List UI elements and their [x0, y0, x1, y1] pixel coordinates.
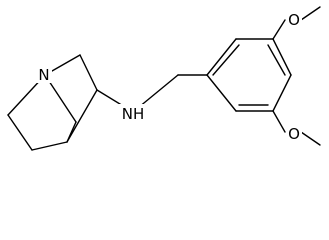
chemical-structure-diagram: N NH O O [7, 6, 321, 151]
ring-double-bond-inner-2 [267, 44, 286, 76]
ring-double-bond-inner-1 [212, 44, 240, 76]
n1-label-background [36, 65, 52, 83]
methoxy-o-bottom-label: O [288, 125, 300, 143]
amine-nh-label: NH [122, 105, 145, 123]
ring-bond-4 [272, 74, 292, 112]
bond-o-bottom-methyl [300, 131, 321, 146]
ring-bond-3 [272, 38, 292, 76]
bond-o-top-methyl [300, 6, 321, 21]
bond-left-lower-c-c4 [31, 141, 68, 151]
bond-ring-o-bottom [272, 110, 286, 133]
ring-bond-1 [206, 38, 237, 76]
bond-c4-c-lower-right [66, 121, 77, 143]
ring-bond-6 [206, 74, 237, 112]
bottom-o-label-background [286, 124, 302, 142]
top-o-label-background [286, 10, 302, 28]
bond-c3-c4 [66, 89, 98, 143]
nh-label-background [118, 104, 146, 122]
bond-ring-o-top [272, 19, 286, 40]
bond-left-upper-c-left-lower [7, 114, 33, 151]
bridgehead-n-label: N [38, 66, 49, 84]
methoxy-o-top-label: O [288, 11, 300, 29]
bond-cage-top-c-c3 [79, 54, 98, 91]
